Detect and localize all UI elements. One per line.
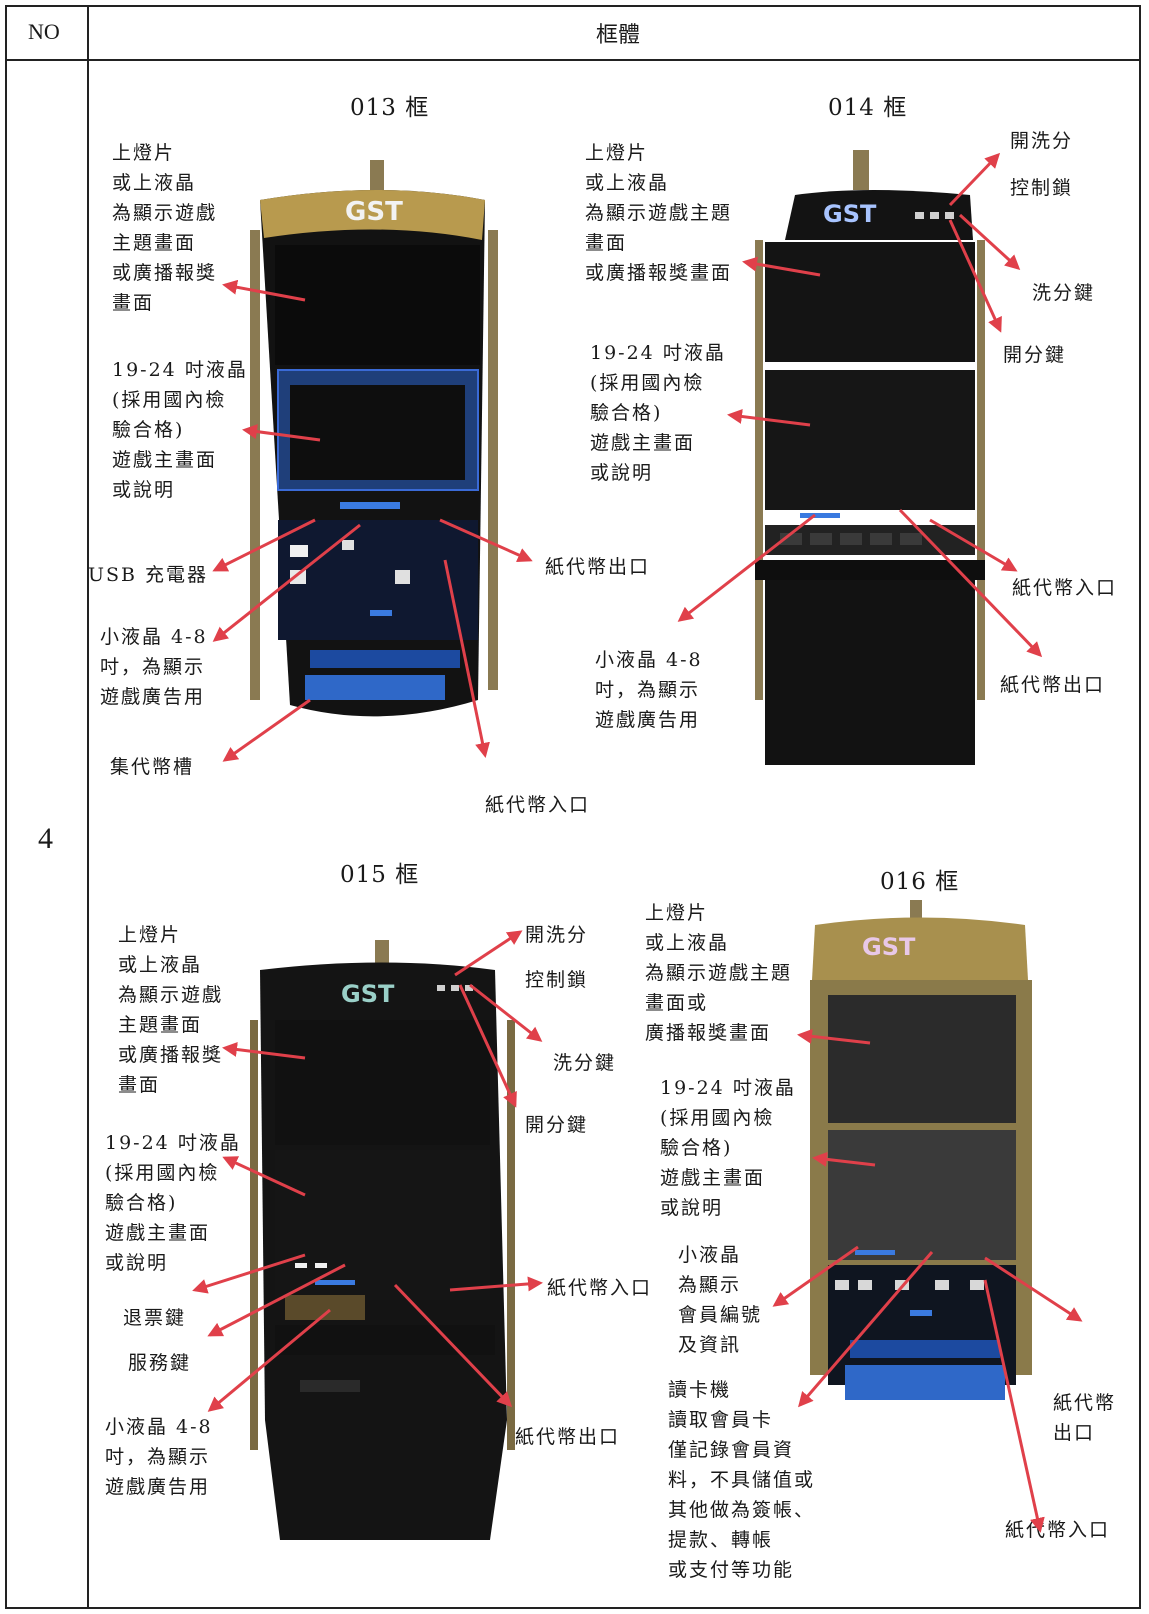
frame-013-token-out-label: 紙代幣出口 — [545, 556, 651, 578]
frame-015-open-key-label: 開分鍵 — [525, 1114, 589, 1136]
frame-015-title: 015 框 — [340, 862, 420, 888]
frame-013-small-lcd-label: 小液晶 4-8 吋，為顯示 遊戲廣告用 — [100, 626, 208, 708]
frame-015-logo: GST — [341, 980, 395, 1008]
header-no: NO — [28, 19, 60, 44]
frame-015-token-in-label: 紙代幣入口 — [547, 1277, 653, 1299]
frame-013-machine-image: GST — [250, 160, 498, 717]
frame-014-token-in-label: 紙代幣入口 — [1012, 577, 1118, 599]
frame-015-top-light-label: 上燈片 或上液晶 為顯示遊戲 主題畫面 或廣播報獎 畫面 — [118, 924, 224, 1096]
frame-014-token-out-label: 紙代幣出口 — [1000, 674, 1106, 696]
frame-014-open-key-label: 開分鍵 — [1003, 344, 1067, 366]
frame-016-logo: GST — [862, 933, 916, 961]
frame-016-top-light-label: 上燈片 或上液晶 為顯示遊戲主題 畫面或 廣播報獎畫面 — [645, 902, 793, 1044]
frame-016-token-out-label: 紙代幣 出口 — [1053, 1392, 1117, 1444]
row-number: 4 — [38, 822, 53, 855]
frame-013-top-light-label: 上燈片 或上液晶 為顯示遊戲 主題畫面 或廣播報獎 畫面 — [112, 142, 218, 314]
frame-015-token-out-label: 紙代幣出口 — [515, 1426, 621, 1448]
frame-015-refund-label: 退票鍵 — [123, 1307, 187, 1329]
frame-016-card-reader-label: 讀卡機 讀取會員卡 僅記錄會員資 料，不具儲值或 其他做為簽帳、 提款、轉帳 或… — [668, 1379, 816, 1581]
frame-016-small-lcd-label: 小液晶 為顯示 會員編號 及資訊 — [678, 1244, 763, 1356]
frame-014-wash-key-label: 洗分鍵 — [1032, 282, 1096, 304]
frame-014-machine-image: GST — [755, 150, 985, 765]
frame-013-usb-label: USB 充電器 — [88, 564, 209, 586]
frame-015-machine-image: GST — [250, 940, 515, 1540]
frame-015-lock-label: 控制鎖 — [525, 969, 589, 991]
frame-015-small-lcd-label: 小液晶 4-8 吋，為顯示 遊戲廣告用 — [105, 1416, 213, 1498]
frame-015-service-label: 服務鍵 — [128, 1352, 192, 1374]
frame-013-main-lcd-label: 19-24 吋液晶 (採用國內檢 驗合格) 遊戲主畫面 或說明 — [112, 359, 248, 501]
frame-014-main-lcd-label: 19-24 吋液晶 (採用國內檢 驗合格) 遊戲主畫面 或說明 — [590, 342, 726, 484]
frame-015-main-lcd-label: 19-24 吋液晶 (採用國內檢 驗合格) 遊戲主畫面 或說明 — [105, 1132, 241, 1274]
frame-014-logo: GST — [823, 200, 877, 228]
frame-015-open-wash-label: 開洗分 — [525, 924, 589, 946]
frame-016-machine-image: GST — [810, 900, 1032, 1400]
frame-014-lock-label: 控制鎖 — [1010, 177, 1074, 199]
frame-014-top-light-label: 上燈片 或上液晶 為顯示遊戲主題 畫面 或廣播報獎畫面 — [585, 142, 733, 284]
frame-013-token-in-label: 紙代幣入口 — [485, 794, 591, 816]
frame-016-main-lcd-label: 19-24 吋液晶 (採用國內檢 驗合格) 遊戲主畫面 或說明 — [660, 1077, 796, 1219]
frame-013-logo: GST — [345, 197, 403, 227]
frame-013-tray-label: 集代幣槽 — [110, 756, 195, 778]
frame-013-title: 013 框 — [350, 95, 430, 121]
frame-014-title: 014 框 — [828, 95, 908, 121]
header-frame: 框體 — [596, 23, 641, 48]
frame-014-open-wash-label: 開洗分 — [1010, 130, 1074, 152]
frame-014-small-lcd-label: 小液晶 4-8 吋，為顯示 遊戲廣告用 — [595, 649, 703, 731]
frame-016-title: 016 框 — [880, 869, 960, 895]
frame-015-wash-key-label: 洗分鍵 — [553, 1052, 617, 1074]
